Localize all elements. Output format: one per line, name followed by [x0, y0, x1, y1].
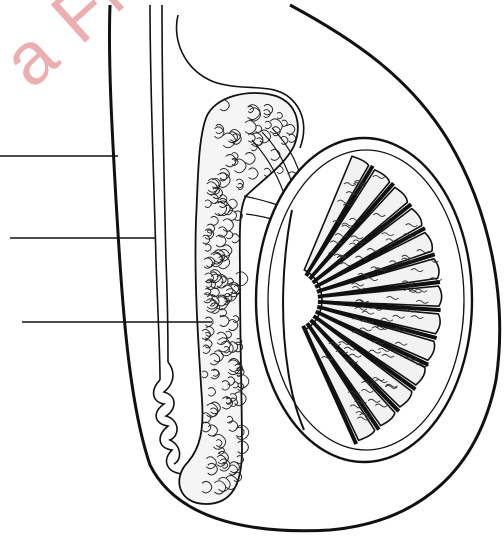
- diagram-canvas: a Fro: [0, 0, 504, 539]
- testis-diagram: [0, 0, 504, 539]
